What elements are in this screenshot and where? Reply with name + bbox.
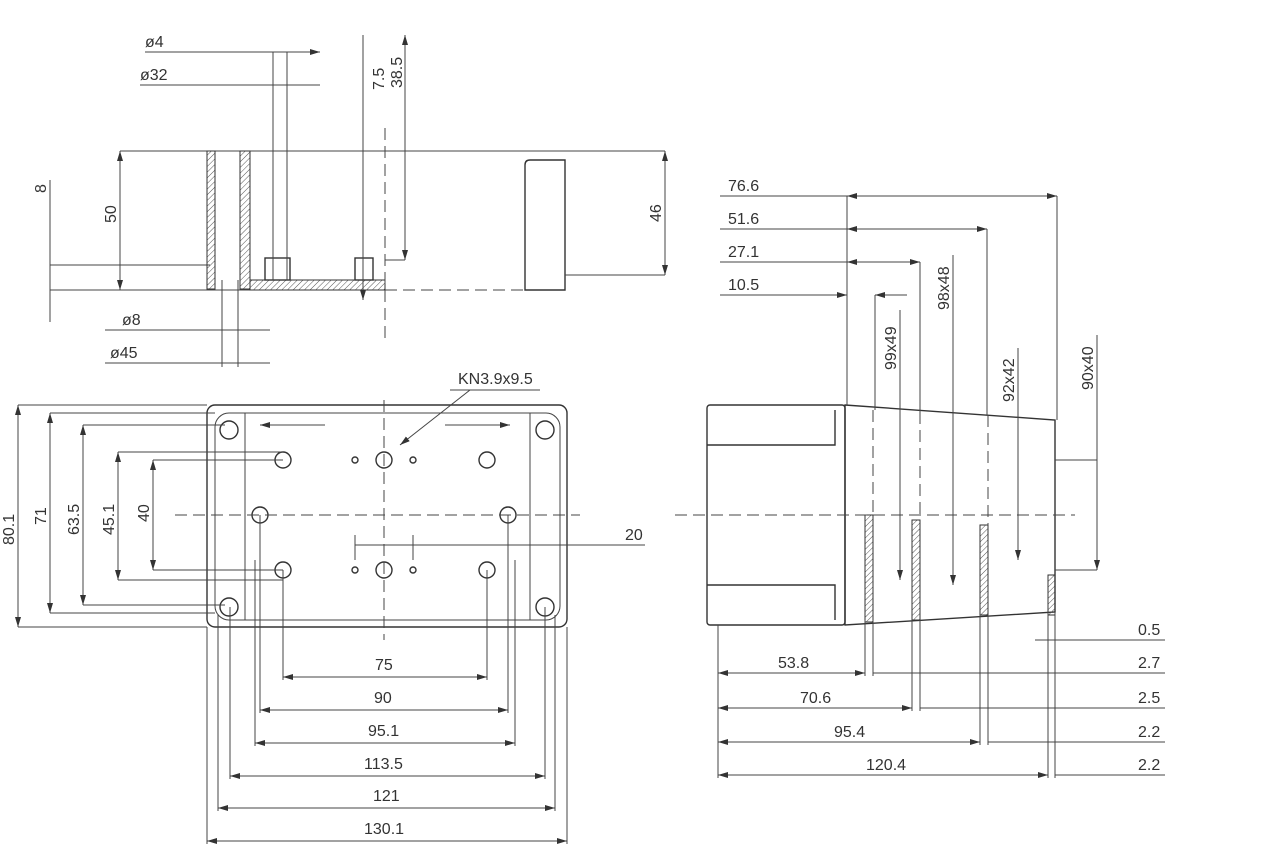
dim-27-1: 27.1 [728,244,759,261]
dim-2-5: 2.5 [1138,690,1160,707]
dim-d32: ø32 [140,67,168,84]
label-screw: KN3.9x9.5 [458,371,533,388]
dim-98x48: 98x48 [936,266,953,310]
dim-63-5: 63.5 [66,504,83,535]
dim-120-4: 120.4 [866,757,906,774]
dim-7-5: 7.5 [371,68,388,90]
dim-99x49: 99x49 [883,326,900,370]
section-view: ø4 ø32 7.5 38.5 8 50 46 ø8 ø45 [33,34,668,367]
dim-40: 40 [136,504,153,522]
dim-71: 71 [33,507,50,525]
dim-2-7: 2.7 [1138,655,1160,672]
dim-90: 90 [374,690,392,707]
dim-0-5: 0.5 [1138,622,1160,639]
dim-46: 46 [648,204,665,222]
dim-51-6: 51.6 [728,211,759,228]
dim-20: 20 [625,527,643,544]
dim-2-2-a: 2.2 [1138,724,1160,741]
dim-50: 50 [103,205,120,223]
plan-view: KN3.9x9.5 80.1 71 63.5 45.1 40 20 75 90 … [1,371,645,844]
dim-45-1: 45.1 [101,504,118,535]
dim-70-6: 70.6 [800,690,831,707]
dim-76-6: 76.6 [728,178,759,195]
dim-75: 75 [375,657,393,674]
side-view: 76.6 51.6 27.1 10.5 99x49 98x48 92x42 90… [675,178,1165,778]
dim-d45: ø45 [110,345,138,362]
dim-2-2-b: 2.2 [1138,757,1160,774]
dim-d8: ø8 [122,312,141,329]
dim-121: 121 [373,788,400,805]
dim-90x40: 90x40 [1080,346,1097,390]
dim-53-8: 53.8 [778,655,809,672]
dim-95-4: 95.4 [834,724,865,741]
dim-130-1: 130.1 [364,821,404,838]
dim-95-1: 95.1 [368,723,399,740]
dim-92x42: 92x42 [1001,358,1018,402]
dim-10-5: 10.5 [728,277,759,294]
dim-38-5: 38.5 [389,57,406,88]
dim-d4: ø4 [145,34,164,51]
dim-113-5: 113.5 [364,756,403,773]
dim-80-1: 80.1 [1,514,18,545]
dim-8: 8 [33,184,50,193]
